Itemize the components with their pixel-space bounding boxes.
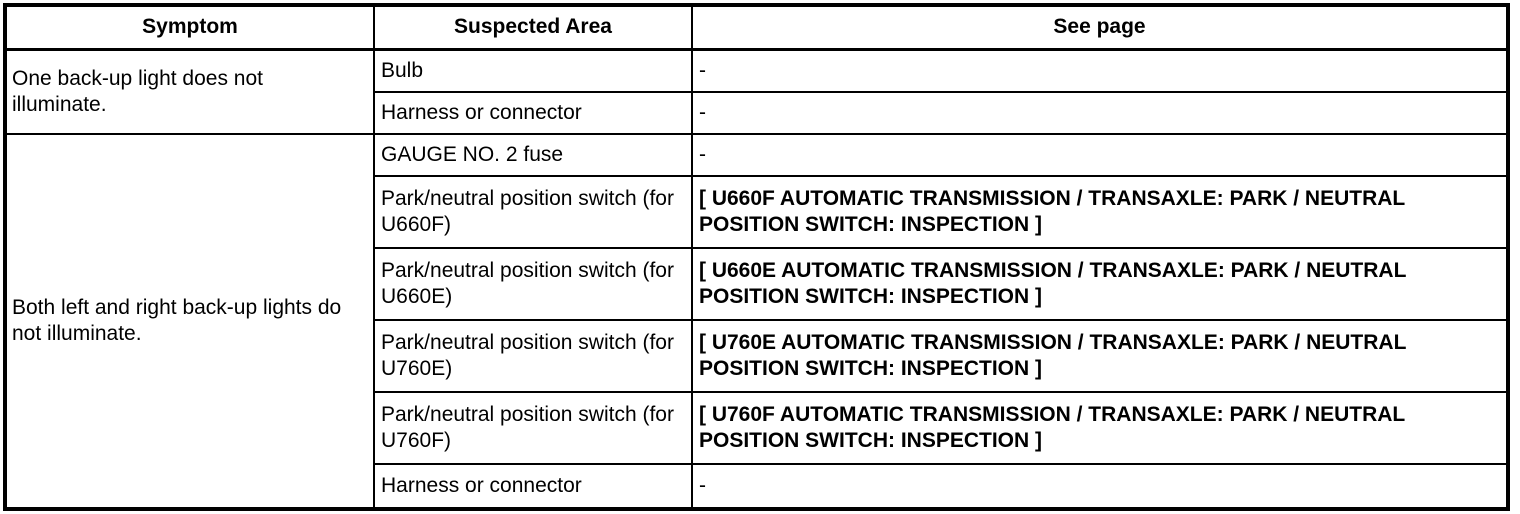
page-cell: -: [693, 135, 1506, 177]
header-see-page: See page: [693, 7, 1506, 51]
header-symptom: Symptom: [7, 7, 375, 51]
area-cell-pnp-switch-u660f: Park/neutral position switch (for U660F): [375, 177, 693, 249]
area-cell-gauge-fuse: GAUGE NO. 2 fuse: [375, 135, 693, 177]
area-cell-harness: Harness or connector: [375, 465, 693, 507]
area-cell-pnp-switch-u660e: Park/neutral position switch (for U660E): [375, 249, 693, 321]
table-row: Park/neutral position switch (for U660E)…: [7, 249, 1506, 321]
header-row: Symptom Suspected Area See page: [7, 7, 1506, 51]
page-cell-u660f-reference: [ U660F AUTOMATIC TRANSMISSION / TRANSAX…: [693, 177, 1506, 249]
page-cell-u760f-reference: [ U760F AUTOMATIC TRANSMISSION / TRANSAX…: [693, 393, 1506, 465]
table-row: One back-up light does not illuminate. B…: [7, 51, 1506, 135]
area-cell-pnp-switch-u760f: Park/neutral position switch (for U760F): [375, 393, 693, 465]
area-cell-bulb: Bulb: [375, 51, 693, 93]
backup-light-troubleshooting-table: Symptom Suspected Area See page One back…: [3, 3, 1510, 511]
page-cell: -: [693, 51, 1506, 93]
table-row: Both left and right back-up lights do no…: [7, 135, 1506, 507]
table-row: Park/neutral position switch (for U760F)…: [7, 393, 1506, 465]
area-cell-harness: Harness or connector: [375, 93, 693, 135]
table-row: Park/neutral position switch (for U760E)…: [7, 321, 1506, 393]
header-suspected-area: Suspected Area: [375, 7, 693, 51]
symptom-cell-one-light: One back-up light does not illuminate.: [7, 51, 375, 135]
page-cell: -: [693, 93, 1506, 135]
page-cell: -: [699, 473, 706, 497]
symptom-cell-both-lights: Both left and right back-up lights do no…: [7, 135, 375, 507]
page-cell-u760e-reference: [ U760E AUTOMATIC TRANSMISSION / TRANSAX…: [693, 321, 1506, 393]
area-cell-pnp-switch-u760e: Park/neutral position switch (for U760E): [375, 321, 693, 393]
table-row: Harness or connector -: [7, 93, 1506, 135]
table-row: Park/neutral position switch (for U660F)…: [7, 177, 1506, 249]
table-row: Harness or connector -: [7, 465, 1506, 507]
page-cell-u660e-reference: [ U660E AUTOMATIC TRANSMISSION / TRANSAX…: [693, 249, 1506, 321]
